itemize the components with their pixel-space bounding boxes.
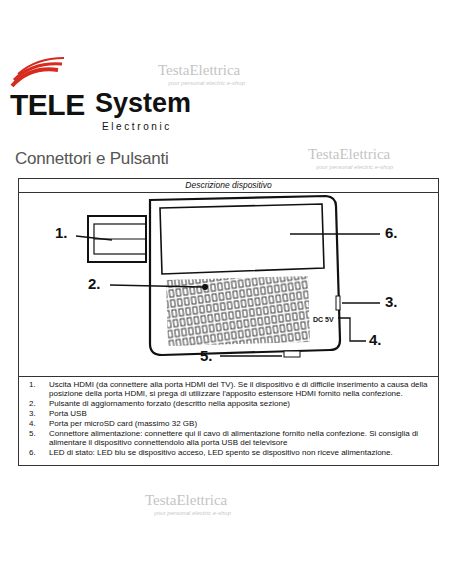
- leader-line: [110, 285, 202, 287]
- list-item: 1.Uscita HDMI (da connettere alla porta …: [29, 381, 432, 399]
- device-body: [150, 196, 340, 355]
- list-item: 4.Porta per microSD card (massimo 32 GB): [29, 420, 432, 429]
- logo-stripe: [12, 69, 58, 86]
- logo-swoosh: [12, 58, 64, 86]
- leader-line: [220, 355, 282, 356]
- description-frame: Descrizione dispositivo1.Uscita HDMI (da…: [18, 178, 439, 466]
- update-button: [202, 284, 208, 290]
- watermark-tagline: your personal electric e-shop: [316, 164, 393, 170]
- leader-lines: [76, 234, 380, 356]
- list-number: 4.: [29, 420, 49, 429]
- leader-line: [290, 233, 380, 234]
- watermark: TestaElettrica: [158, 62, 240, 79]
- list-number: 6.: [29, 449, 49, 458]
- list-item: 3.Porta USB: [29, 410, 432, 419]
- list-text: Uscita HDMI (da connettere alla porta HD…: [49, 381, 432, 399]
- list-text: Pulsante di aggiornamento forzato (descr…: [49, 400, 432, 409]
- callout-number: 6.: [385, 224, 398, 241]
- logo-word: TELE: [10, 88, 85, 122]
- description-list: 1.Uscita HDMI (da connettere alla porta …: [19, 376, 438, 465]
- device-drawing: [88, 196, 340, 357]
- usb-port: [336, 296, 340, 310]
- watermark: TestaElettrica: [145, 492, 227, 509]
- callout-number: 2.: [88, 275, 101, 292]
- device-top-panel: [160, 204, 324, 274]
- list-text: LED di stato: LED blu se dispositivo acc…: [49, 449, 432, 458]
- list-number: 2.: [29, 400, 49, 409]
- watermark-tagline: your personal electric e-shop: [168, 80, 245, 86]
- leader-line: [338, 318, 366, 341]
- device-marking: DC 5V: [313, 316, 334, 323]
- list-number: 5.: [29, 430, 49, 448]
- callout-number: 4.: [369, 331, 382, 348]
- list-text: Porta per microSD card (massimo 32 GB): [49, 420, 432, 429]
- watermark-tagline: your personal electric e-shop: [154, 510, 231, 516]
- list-item: 2.Pulsante di aggiornamento forzato (des…: [29, 400, 432, 409]
- hdmi-plug: [88, 216, 146, 262]
- illustration-area: [19, 193, 438, 376]
- list-text: Connettore alimentazione: connettere qui…: [49, 430, 432, 448]
- list-item: 5.Connettore alimentazione: connettere q…: [29, 430, 432, 448]
- leader-line: [342, 302, 380, 303]
- callout-number: 5.: [200, 347, 213, 364]
- logo-subword: Electronic: [102, 121, 172, 132]
- power-port: [284, 351, 300, 357]
- list-number: 3.: [29, 410, 49, 419]
- list-item: 6.LED di stato: LED blu se dispositivo a…: [29, 449, 432, 458]
- logo-stripe: [18, 58, 64, 74]
- callout-number: 3.: [385, 293, 398, 310]
- list-text: Porta USB: [49, 410, 432, 419]
- page-heading: Connettori e Pulsanti: [15, 149, 169, 169]
- frame-header: Descrizione dispositivo: [19, 179, 438, 193]
- callout-number: 1.: [55, 224, 68, 241]
- list-number: 1.: [29, 381, 49, 399]
- leader-line: [76, 236, 112, 240]
- watermark: TestaElettrica: [308, 146, 390, 163]
- logo-word: System: [95, 88, 191, 119]
